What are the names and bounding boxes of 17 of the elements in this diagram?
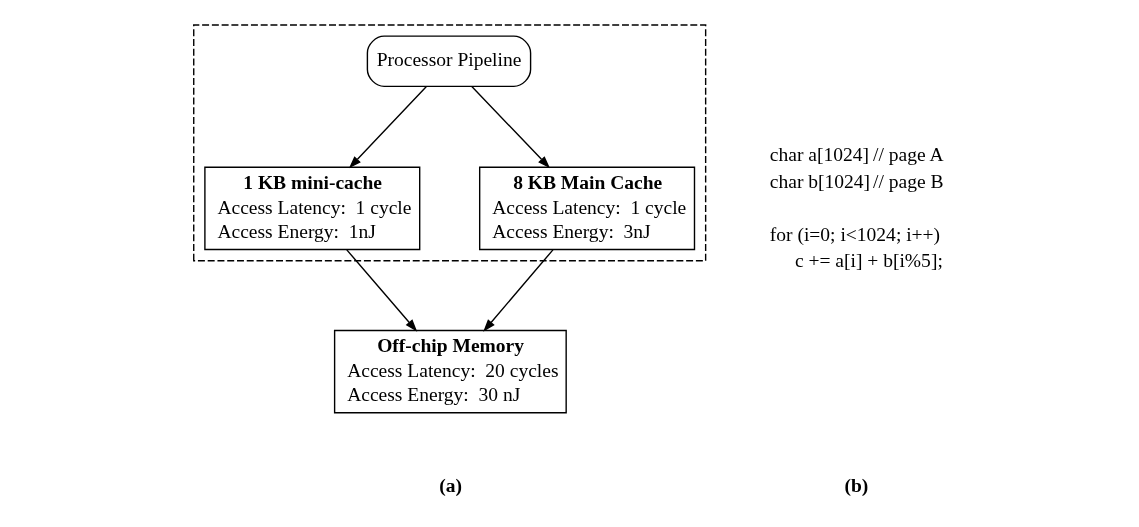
- arrow: [470, 85, 550, 169]
- label: (a): [438, 474, 462, 496]
- node-box: 1 KB mini-cache Access Latency: 1 cycle Access Energy: 1nJ: [203, 166, 420, 251]
- arrow: [482, 249, 554, 332]
- label: // page A: [872, 144, 943, 166]
- label: // page B: [872, 170, 943, 192]
- node-box: 8 KB Main Cache Access Latency: 1 cycle Access Energy: 3nJ: [478, 166, 695, 251]
- arrow: [348, 85, 427, 169]
- label: char a[1024]: [769, 144, 869, 166]
- cluster: [192, 24, 706, 262]
- label: (b): [843, 474, 868, 496]
- arrow: [345, 249, 417, 332]
- node-box: Processor Pipeline: [366, 35, 531, 88]
- label: c += a[i] + b[i%5];: [794, 250, 943, 272]
- label: for (i=0; i<1024; i++): [769, 223, 940, 245]
- node-box: Off-chip Memory Access Latency: 20 cycles Access Energy: 30 nJ: [333, 329, 567, 414]
- label: char b[1024]: [769, 170, 870, 192]
